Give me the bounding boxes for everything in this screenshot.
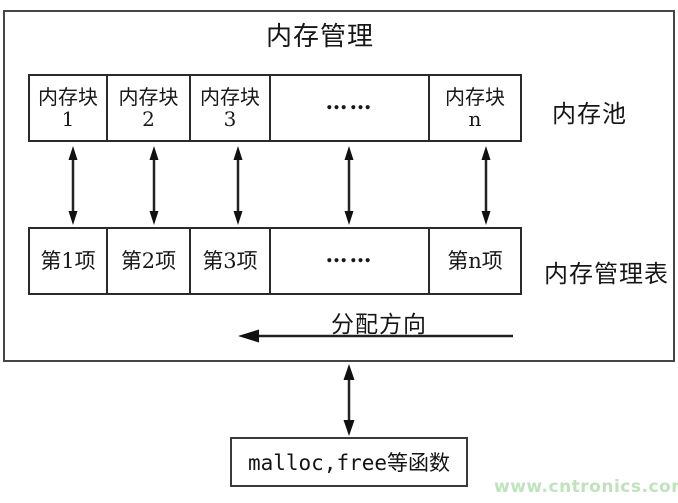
table-item-1-cell: 第1项 — [30, 229, 108, 293]
memory-block-n-cell: 内存块 n — [430, 76, 520, 140]
cell-index: 2 — [142, 107, 155, 131]
diagram-title: 内存管理 — [265, 22, 374, 52]
memory-block-3-cell: 内存块 3 — [191, 76, 271, 140]
allocation-direction-label: 分配方向 — [331, 312, 427, 338]
table-item-3-cell: 第3项 — [191, 229, 271, 293]
table-item-ellipsis-cell: …… — [271, 229, 430, 293]
cell-text: 第1项 — [40, 249, 96, 273]
cell-text: 第2项 — [120, 249, 177, 273]
memory-block-1-cell: 内存块 1 — [30, 76, 108, 140]
function-box: malloc,free等函数 — [230, 437, 468, 487]
cell-name: 内存块 — [118, 85, 179, 109]
ellipsis-text: …… — [325, 242, 374, 268]
cell-name: 内存块 — [38, 85, 98, 109]
memory-pool-row: 内存块 1 内存块 2 内存块 3 …… 内存块 n — [28, 74, 522, 142]
cell-index: n — [468, 107, 482, 131]
double-arrow-function-box — [343, 364, 355, 436]
cell-name: 内存块 — [200, 85, 260, 109]
management-table-row: 第1项 第2项 第3项 …… 第n项 — [28, 227, 522, 295]
cell-name: 内存块 — [445, 85, 505, 109]
cell-text: 第n项 — [447, 249, 503, 273]
cell-index: 3 — [223, 107, 237, 131]
memory-pool-label: 内存池 — [552, 100, 627, 128]
memory-block-2-cell: 内存块 2 — [108, 76, 191, 140]
table-item-n-cell: 第n项 — [430, 229, 520, 293]
ellipsis-text: …… — [325, 89, 374, 115]
cell-text: 第3项 — [202, 249, 258, 273]
watermark-text: www.cntronics.com — [494, 477, 678, 497]
table-item-2-cell: 第2项 — [108, 229, 191, 293]
outer-frame — [3, 10, 675, 362]
management-table-label: 内存管理表 — [544, 260, 669, 288]
cell-index: 1 — [61, 107, 75, 131]
memory-block-ellipsis-cell: …… — [271, 76, 430, 140]
